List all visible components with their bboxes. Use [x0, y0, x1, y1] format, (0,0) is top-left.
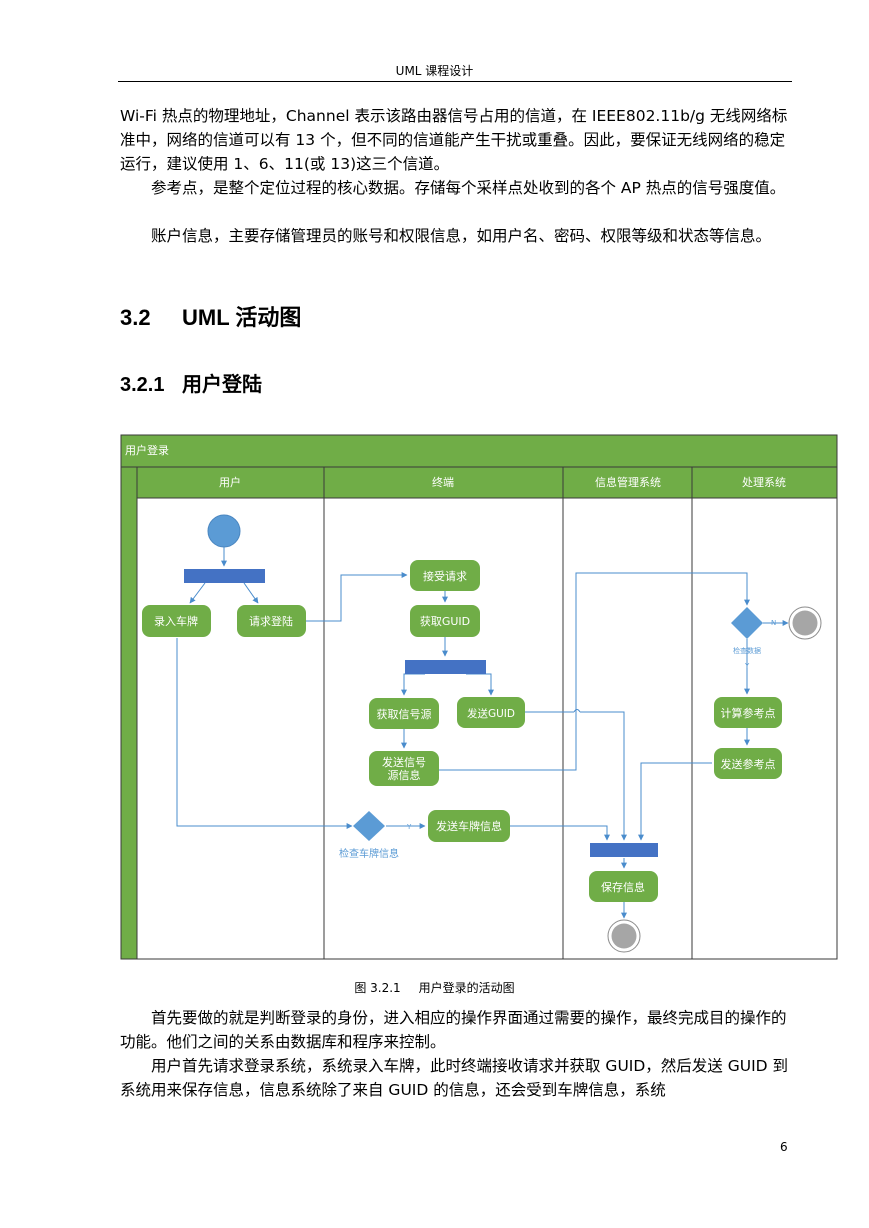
- lane-label-info-system: 信息管理系统: [595, 475, 661, 489]
- guard-yes-plate: Y: [406, 823, 412, 831]
- action-get-signal-source: 获取信号源: [369, 698, 439, 729]
- svg-text:计算参考点: 计算参考点: [721, 706, 776, 720]
- diagram-title: 用户登录: [125, 443, 169, 457]
- page-header-title: UML 课程设计: [395, 64, 474, 78]
- guard-yes-data: Y: [744, 662, 750, 670]
- subsection-heading: 3.2.1 用户登陆: [120, 368, 262, 397]
- initial-node: [207, 514, 241, 548]
- figure-number: 图 3.2.1: [354, 981, 401, 995]
- lane-label-terminal: 终端: [432, 475, 454, 489]
- subsection-title: 用户登陆: [182, 374, 262, 396]
- svg-text:发送参考点: 发送参考点: [721, 757, 776, 771]
- decision-check-plate-label: 检查车牌信息: [339, 847, 399, 860]
- diagram-title-bar: [120, 434, 838, 468]
- decision-check-data-label: 检查数据: [733, 646, 761, 655]
- final-node-info-system: [607, 919, 641, 953]
- svg-text:发送GUID: 发送GUID: [467, 707, 515, 720]
- action-send-ref-point: 发送参考点: [714, 748, 782, 779]
- lane-label-processing: 处理系统: [742, 476, 786, 489]
- diagram-left-strip: [120, 466, 138, 960]
- figure-caption-text: 用户登录的活动图: [418, 981, 515, 995]
- header-rule: [118, 81, 792, 82]
- figure-caption: 图 3.2.1 用户登录的活动图: [0, 979, 869, 996]
- connectors: [176, 547, 789, 919]
- paragraph-wifi: Wi-Fi 热点的物理地址，Channel 表示该路由器信号占用的信道，在 IE…: [120, 107, 788, 173]
- lane-label-user: 用户: [219, 475, 241, 489]
- svg-text:请求登陆: 请求登陆: [249, 614, 293, 628]
- guard-no-data: N: [771, 619, 776, 627]
- svg-text:获取信号源: 获取信号源: [377, 707, 432, 721]
- svg-text:获取GUID: 获取GUID: [420, 615, 470, 628]
- section-heading: 3.2 UML 活动图: [120, 300, 301, 332]
- paragraph-login-identity: 首先要做的就是判断登录的身份，进入相应的操作界面通过需要的操作，最终完成目的操作…: [120, 1009, 787, 1051]
- decision-check-data: [731, 607, 763, 639]
- action-request-login: 请求登陆: [237, 605, 306, 637]
- page-number: 6: [780, 1140, 788, 1154]
- lane-header-info-system: [562, 466, 693, 499]
- action-calc-ref-point: 计算参考点: [714, 697, 782, 728]
- svg-text:保存信息: 保存信息: [601, 880, 645, 894]
- svg-text:发送车牌信息: 发送车牌信息: [436, 819, 502, 833]
- svg-text:录入车牌: 录入车牌: [154, 614, 198, 628]
- paragraph-login-process: 用户首先请求登录系统，系统录入车牌，此时终端接收请求并获取 GUID，然后发送 …: [120, 1057, 789, 1099]
- join-bar-info-system: [590, 843, 658, 857]
- lane-header-processing: [691, 466, 838, 499]
- paragraph-reference-point: 参考点，是整个定位过程的核心数据。存储每个采样点处收到的各个 AP 热点的信号强…: [151, 179, 786, 197]
- section-number: 3.2: [120, 305, 151, 330]
- action-save-info: 保存信息: [589, 871, 658, 902]
- svg-text:接受请求: 接受请求: [423, 570, 467, 583]
- paragraph-account-info: 账户信息，主要存储管理员的账号和权限信息，如用户名、密码、权限等级和状态等信息。: [151, 227, 772, 245]
- action-accept-request: 接受请求: [410, 560, 480, 591]
- action-get-guid: 获取GUID: [410, 605, 480, 637]
- subsection-number: 3.2.1: [120, 374, 165, 396]
- fork-bar-terminal: [405, 660, 486, 674]
- fork-bar-user: [184, 569, 265, 583]
- final-node-processing: [788, 606, 822, 640]
- action-enter-plate: 录入车牌: [142, 605, 211, 637]
- action-send-guid: 发送GUID: [457, 697, 525, 728]
- section-title: UML 活动图: [182, 305, 302, 330]
- action-send-plate-info: 发送车牌信息: [428, 810, 510, 842]
- decision-check-plate: [353, 811, 385, 841]
- action-send-signal-info: 发送信号源信息: [369, 751, 439, 786]
